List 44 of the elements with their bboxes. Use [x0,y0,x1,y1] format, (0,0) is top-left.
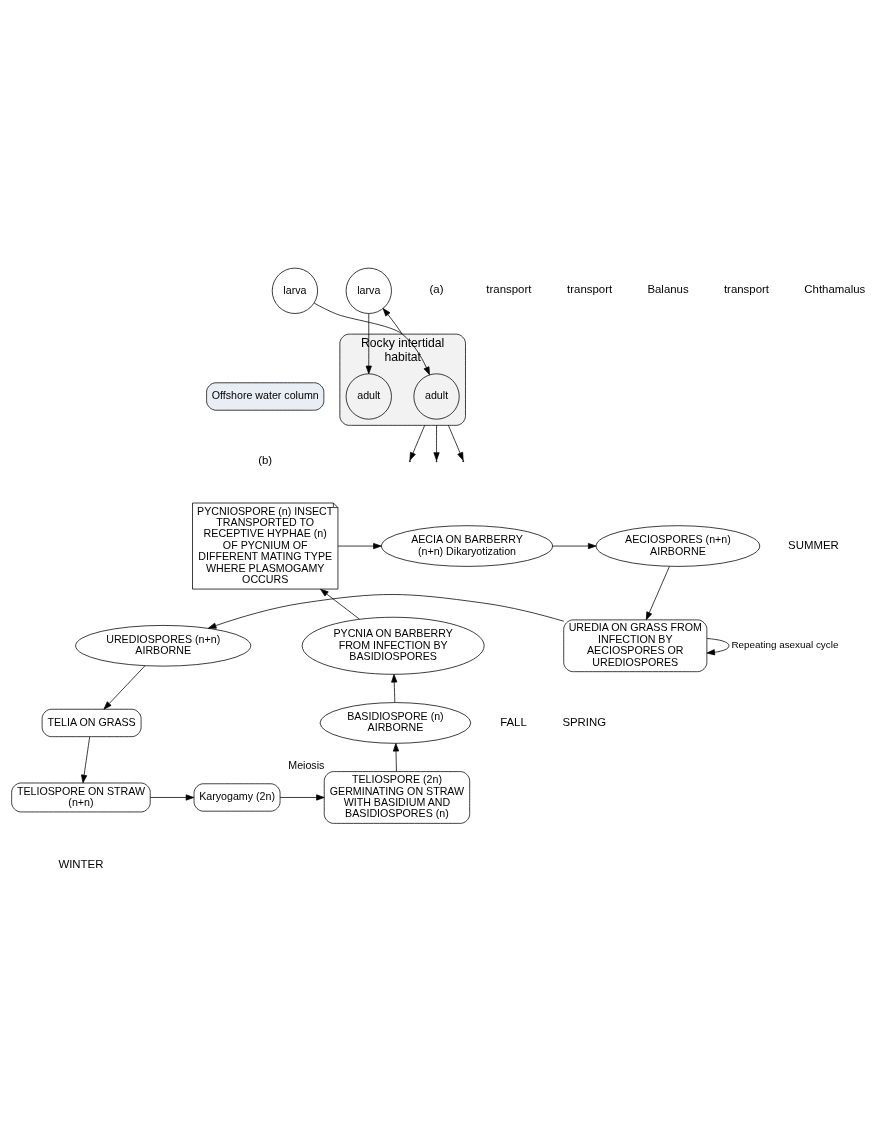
node-ellipse: AECIOSPORES (n+n) AIRBORNE [595,525,761,567]
node-circle: larva [345,267,392,314]
arrow [365,313,372,375]
label: transport [567,283,613,296]
arrow [103,665,146,710]
arrow [150,794,195,801]
node-box: TELIOSPORE ON STRAW (n+n) [11,782,151,813]
label: (b) [258,453,273,466]
arrow [337,543,382,550]
arrow [645,566,670,621]
arrow [392,743,400,772]
node-box: TELIA ON GRASS [41,708,142,738]
label: transport [486,283,532,296]
edge-label: Repeating asexual cycle [731,639,839,651]
label: transport [723,283,769,296]
label: SUMMER [788,538,839,551]
node-label: Meiosis [288,758,325,771]
label: SPRING [562,715,607,728]
label: Balanus [647,283,689,296]
label: WINTER [58,857,104,870]
node-circle: adult [345,373,392,420]
label: (a) [429,283,444,296]
node-ellipse: UREDIOSPORES (n+n) AIRBORNE [75,625,252,667]
node-ellipse: PYCNIA ON BARBERRY FROM INFECTION BY BASIDIOSPORES [301,616,485,675]
arrow [391,674,398,703]
node-box: Karyogamy (2n) [193,783,281,812]
node-circle: larva [271,267,318,314]
node-circle: adult [413,373,460,420]
arrow [208,594,565,629]
arrow [433,425,440,461]
arrow [279,794,325,801]
arrow [81,736,91,784]
node-ellipse: BASIDIOSPORE (n) AIRBORNE [319,702,472,744]
label: FALL [500,715,527,728]
arrow [313,302,430,376]
arrow [320,588,360,620]
label: Chthamalus [804,283,866,296]
node-box: TELIOSPORE (2n) GERMINATING ON STRAW WITH BASIDIUM AND BASIDIOSPORES (n) [323,771,471,824]
arrow [382,308,403,335]
node-box: UREDIA ON GRASS FROM INFECTION BY AECIOSPORES OR UREDIOSPORES [563,619,708,673]
arrow [552,543,597,550]
node-box: Offshore water column [206,382,325,411]
node-ellipse: AECIA ON BARBERRY (n+n) Dikaryotization [381,525,553,567]
arrow [706,638,730,656]
